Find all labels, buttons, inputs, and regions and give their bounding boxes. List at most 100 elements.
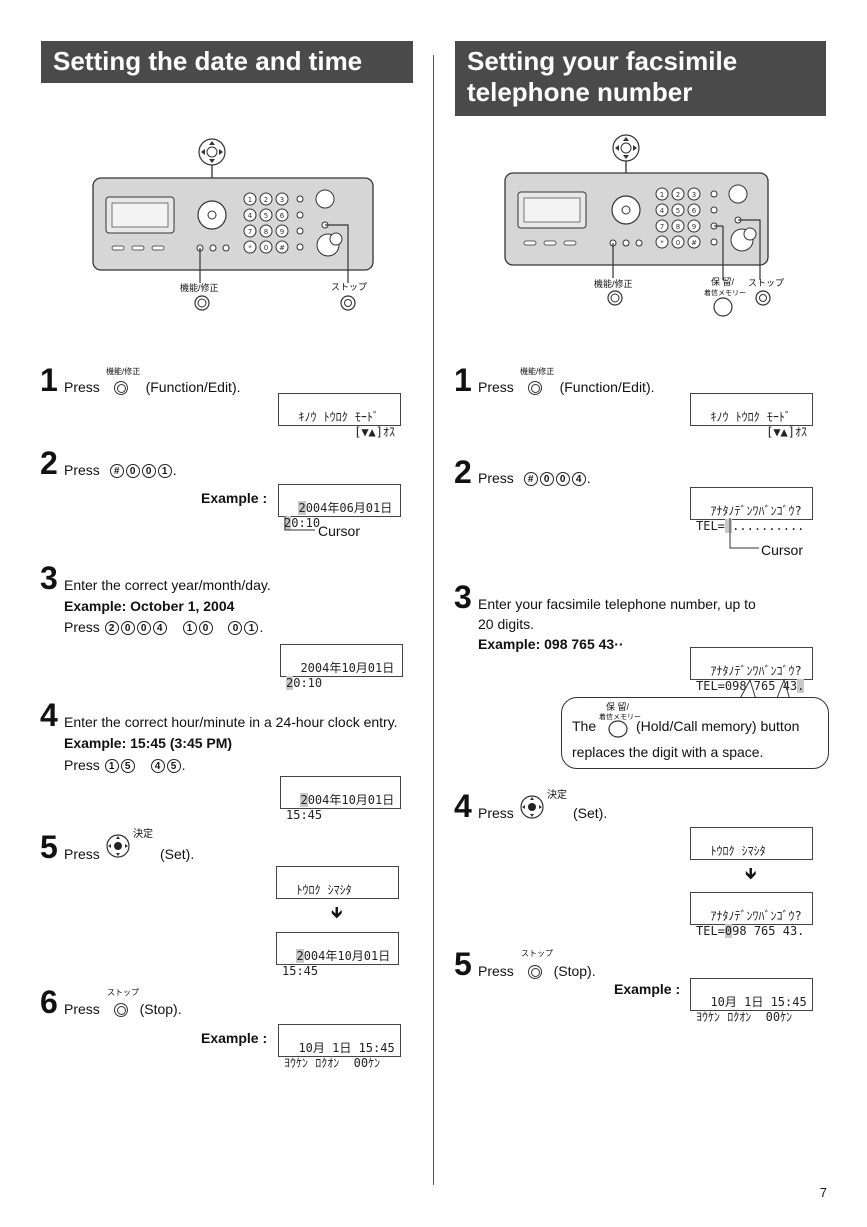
key-icon: # [109,464,124,479]
svg-text:5: 5 [264,212,268,220]
step-4-text: Press [478,805,514,821]
key-icon: 1 [244,621,259,636]
svg-text:9: 9 [280,228,284,236]
example-label: Example : [614,981,681,997]
key-icon: 1 [157,464,172,479]
key-icon: 1 [182,621,197,636]
right-title-line-2: telephone number [467,77,693,107]
key-icon: 0 [555,472,570,487]
hold-button-note-bubble [561,697,829,769]
svg-text:0: 0 [264,244,268,252]
stop-button-icon [113,1003,128,1018]
step-1-text: Press (Function/Edit). [64,379,241,396]
step-number: 3 [40,560,58,596]
right-title-line-1: Setting your facsimile [467,46,738,76]
step-3-text: Enter the correct year/month/day. [64,577,271,593]
small-label-stop: ストップ [107,988,139,997]
svg-text:1: 1 [660,191,664,199]
key-icon: 0 [136,621,151,636]
svg-text:3: 3 [280,196,284,204]
svg-text:6: 6 [692,207,697,215]
step-4-example: Example: 15:45 (3:45 PM) [64,735,233,751]
device-label-function-right: 機能/修正 [594,279,633,289]
step-3-example: Example: October 1, 2004 [64,598,235,614]
key-icon: 0 [141,464,156,479]
lcd-display: 2004年10月01日 15:45 [276,932,399,978]
step-5-text: Press (Stop). [478,963,596,980]
key-icon: # [523,472,538,487]
svg-text:9: 9 [692,223,696,231]
svg-text:4: 4 [248,212,253,220]
lcd-display: ﾄｳﾛｸ ｼﾏｼﾀ [276,866,399,899]
fax-device-illustration-left: 1 2 3 4 5 6 7 8 9 * 0 # [92,138,374,311]
lcd-display: ｱﾅﾀﾉﾃﾞﾝﾜﾊﾞﾝｺﾞｳ? TEL=098 765 43. [690,892,813,938]
column-divider [433,55,434,1185]
svg-text:1: 1 [248,196,252,204]
step-3-text-line-2: 20 digits. [478,616,535,632]
svg-text:8: 8 [676,223,680,231]
step-number: 4 [40,697,58,733]
lcd-display: ｱﾅﾀﾉﾃﾞﾝﾜﾊﾞﾝｺﾞｳ? TEL=098 765 43. [690,647,813,693]
step-5-text: Press [64,846,100,862]
lcd-display: ｱﾅﾀﾉﾃﾞﾝﾜﾊﾞﾝｺﾞｳ? TEL= .......... [690,487,813,533]
hold-button-icon [608,720,628,738]
example-label: Example : [201,490,268,506]
key-icon: 5 [120,759,135,774]
svg-text:8: 8 [264,228,268,236]
step-number: 4 [454,788,472,824]
arrow-down-icon: 🡻 [745,866,757,883]
svg-text:*: * [248,244,252,252]
step-number: 6 [40,984,58,1020]
arrow-down-icon: 🡻 [331,905,343,922]
key-icon: 4 [152,621,167,636]
device-label-function-left: 機能/修正 [180,283,219,293]
svg-text:#: # [691,239,697,247]
svg-text:#: # [279,244,285,252]
left-section-title: Setting the date and time [41,41,413,83]
stop-button-icon [527,965,542,980]
cursor-leader-line [284,516,315,531]
set-navigator-icon [520,795,544,819]
step-number: 3 [454,579,472,615]
step-number: 5 [40,829,58,865]
step-number: 2 [454,454,472,490]
svg-text:6: 6 [280,212,285,220]
svg-text:2: 2 [264,196,268,204]
step-number: 2 [40,445,58,481]
device-label-hold-2: 着信メモリー [704,290,746,297]
key-icon: 0 [120,621,135,636]
step-3-text-line-1: Enter your facsimile telephone number, u… [478,596,756,612]
key-icon: 4 [150,759,165,774]
lcd-display: 10月 1日 15:45 ﾖｳｹﾝ ﾛｸｵﾝ 00ｹﾝ [690,978,813,1024]
small-label-set: 決定 [133,829,153,840]
key-icon: 1 [104,759,119,774]
svg-text:3: 3 [692,191,696,199]
cursor-label: Cursor [318,523,361,539]
bubble-the: The [572,718,597,734]
step-4-suffix: (Set). [573,805,608,821]
svg-text:*: * [660,239,664,247]
step-3-example: Example: 098 765 43·· [478,636,624,652]
step-number: 5 [454,946,472,982]
cursor-label: Cursor [761,542,804,558]
svg-text:0: 0 [676,239,680,247]
svg-text:7: 7 [248,228,252,236]
function-edit-button-icon [527,381,542,396]
key-icon: 0 [539,472,554,487]
small-label-function: 機能/修正 [520,367,555,376]
small-label-set: 決定 [547,790,567,801]
lcd-display: ﾄｳﾛｸ ｼﾏｼﾀ [690,827,813,860]
device-label-stop-left: ストップ [331,282,368,292]
bubble-label-hold-2: 着信メモリー [599,714,641,721]
lcd-display: 10月 1日 15:45 ﾖｳｹﾝ ﾛｸｵﾝ 00ｹﾝ [278,1024,401,1070]
example-label: Example : [201,1030,268,1046]
key-icon: 2 [104,621,119,636]
key-icon: 0 [228,621,243,636]
key-icon: 0 [125,464,140,479]
lcd-display: 2004年10月01日 15:45 [280,776,401,822]
key-icon: 0 [198,621,213,636]
set-navigator-icon [106,834,130,858]
step-number: 1 [40,362,58,398]
